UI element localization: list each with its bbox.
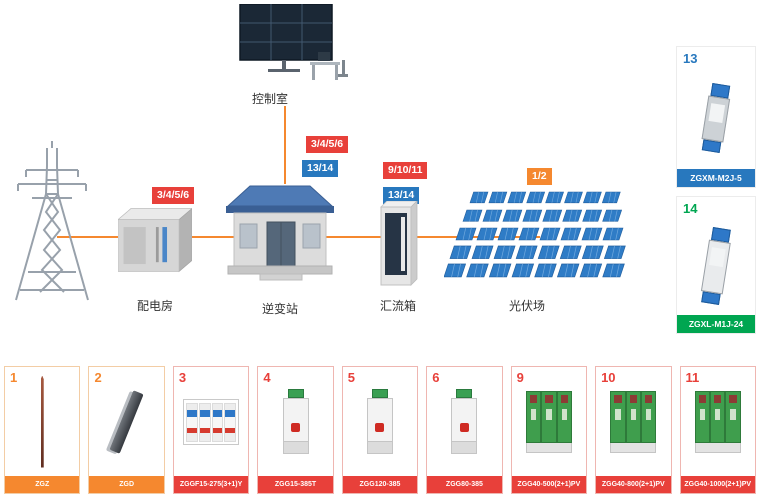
product-card-11: 11 ZGG40-1000(2+1)PV — [679, 366, 756, 494]
transmission-tower-illustration — [15, 141, 89, 301]
combiner-box-illustration — [380, 201, 418, 286]
product-model-label: ZGG120-385 — [342, 476, 418, 493]
pv-field-illustration — [444, 190, 636, 292]
product-model-label: ZGGF15-275(3+1)Y — [173, 476, 249, 493]
product-card-14: 14 ZGXL-M1J-24 — [676, 196, 756, 334]
tag-combiner-box-blue: 13/14 — [383, 187, 420, 204]
distribution-room-illustration — [118, 208, 192, 273]
spd-module-image — [258, 367, 332, 476]
product-card-1: 1 ZGZ — [4, 366, 81, 494]
pv-spd-image — [681, 367, 755, 476]
product-model-label: ZGD — [89, 476, 164, 493]
combiner-box-label: 汇流箱 — [379, 299, 416, 313]
tag-control-room-red: 3/4/5/6 — [306, 136, 349, 153]
product-number: 13 — [683, 51, 698, 66]
product-number: 14 — [683, 201, 698, 216]
din-module-image — [677, 66, 755, 169]
spd-4pole-image — [174, 367, 248, 476]
product-card-4: 4 ZGG15-385T — [257, 366, 334, 494]
product-model-label: ZGG40-1000(2+1)PV — [680, 476, 755, 493]
pv-spd-image — [596, 367, 670, 476]
product-card-10: 10 ZGG40-800(2+1)PV — [595, 366, 672, 494]
product-number: 10 — [601, 370, 616, 385]
spd-module-image — [343, 367, 417, 476]
tag-control-room-blue: 13/14 — [302, 160, 339, 177]
product-number: 5 — [347, 370, 355, 385]
pv-spd-image — [512, 367, 586, 476]
lightning-rod-image — [5, 367, 79, 476]
product-model-label: ZGG40-800(2+1)PV — [596, 476, 671, 493]
distribution-room-label: 配电房 — [136, 299, 173, 313]
product-number: 6 — [432, 370, 440, 385]
control-room-line — [284, 106, 286, 184]
product-model-label: ZGZ — [5, 476, 80, 493]
pv-field-label: 光伏场 — [508, 299, 545, 313]
inverter-station-illustration — [226, 185, 334, 281]
product-card-3: 3 ZGGF15-275(3+1)Y — [172, 366, 250, 494]
product-number: 1 — [10, 370, 18, 385]
tag-combiner-box-red: 9/10/11 — [383, 162, 428, 179]
control-room-label: 控制室 — [251, 92, 288, 106]
product-model-label: ZGXM-M2J-5 — [677, 169, 755, 187]
product-row: 1 ZGZ 2 ZGD 3 ZGGF15-275(3+1)Y 4 ZGG15-3… — [4, 366, 756, 494]
product-number: 4 — [263, 370, 271, 385]
product-model-label: ZGG40-500(2+1)PV — [511, 476, 587, 493]
product-model-label: ZGG80-385 — [427, 476, 502, 493]
product-card-13: 13 ZGXM-M2J-5 — [676, 46, 756, 188]
product-model-label: ZGG15-385T — [258, 476, 333, 493]
product-number: 3 — [178, 370, 187, 385]
product-number: 9 — [516, 370, 524, 385]
product-number: 11 — [685, 370, 700, 385]
spd-module-image — [427, 367, 501, 476]
application-diagram: 控制室 3/4/5/6 13/14 3/4/5/6 配电房 — [15, 4, 760, 316]
product-card-6: 6 ZGG80-385 — [426, 366, 503, 494]
inverter-station-label: 逆变站 — [261, 302, 298, 316]
product-card-2: 2 ZGD — [88, 366, 165, 494]
product-card-9: 9 ZGG40-500(2+1)PV — [510, 366, 588, 494]
product-card-5: 5 ZGG120-385 — [341, 366, 419, 494]
product-number: 2 — [94, 370, 102, 385]
tag-distribution-room-red: 3/4/5/6 — [152, 187, 195, 204]
din-module-image — [677, 216, 755, 315]
product-model-label: ZGXL-M1J-24 — [677, 315, 755, 333]
tag-pv-field-orange: 1/2 — [527, 168, 552, 185]
control-room-illustration — [239, 4, 348, 80]
